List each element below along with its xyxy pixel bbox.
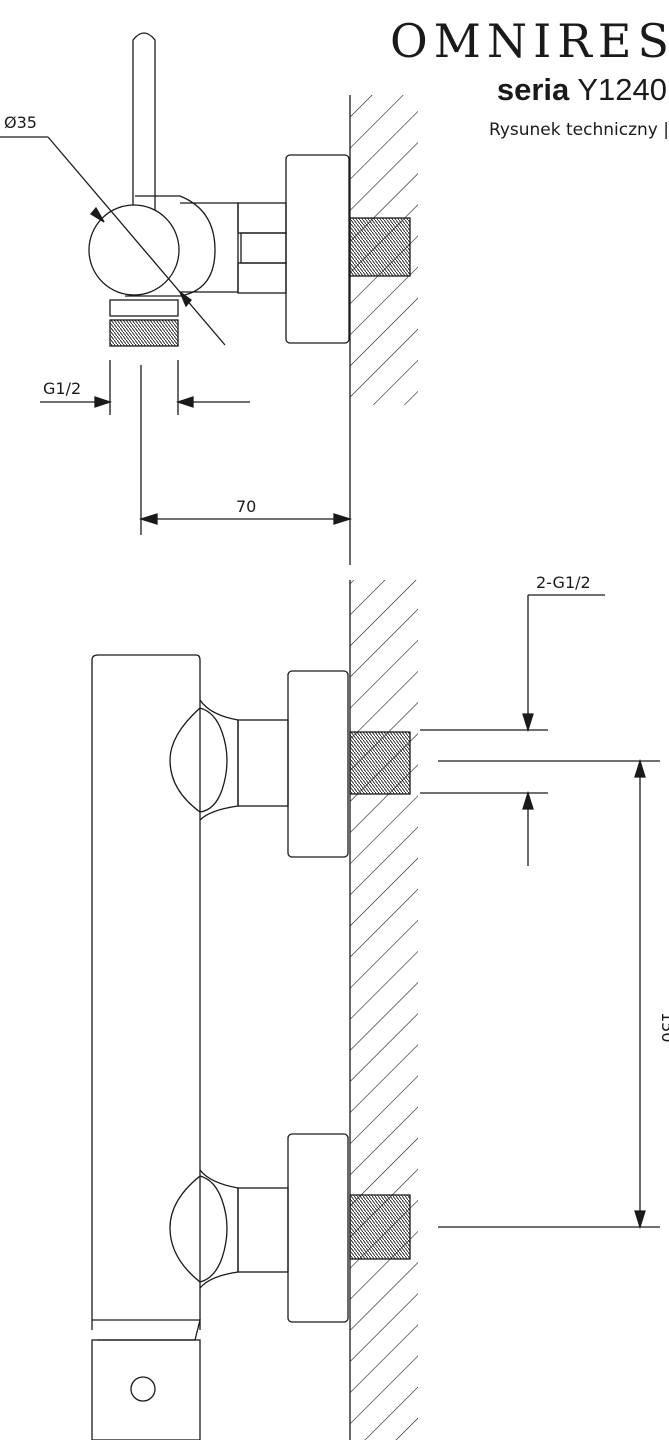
side-view-dimensions <box>420 594 660 1230</box>
top-view-valve <box>88 32 411 347</box>
wall-side <box>349 580 418 1440</box>
brand-logo: OMNIRES <box>390 14 669 68</box>
top-view-dimensions <box>0 136 353 535</box>
diameter-label: Ø35 <box>4 113 37 132</box>
series-title: seria Y1240 <box>497 72 667 108</box>
spacing-label: 150 <box>658 1012 669 1043</box>
series-code: Y1240 <box>577 72 667 107</box>
thread-pair-label: 2-G1/2 <box>536 573 591 592</box>
drawing-subtitle: Rysunek techniczny | <box>488 120 669 140</box>
depth-label: 70 <box>236 497 256 516</box>
series-prefix: seria <box>496 72 570 107</box>
side-view-valve <box>91 654 411 1440</box>
thread-top-label: G1/2 <box>43 379 81 398</box>
wall-top <box>349 95 418 565</box>
